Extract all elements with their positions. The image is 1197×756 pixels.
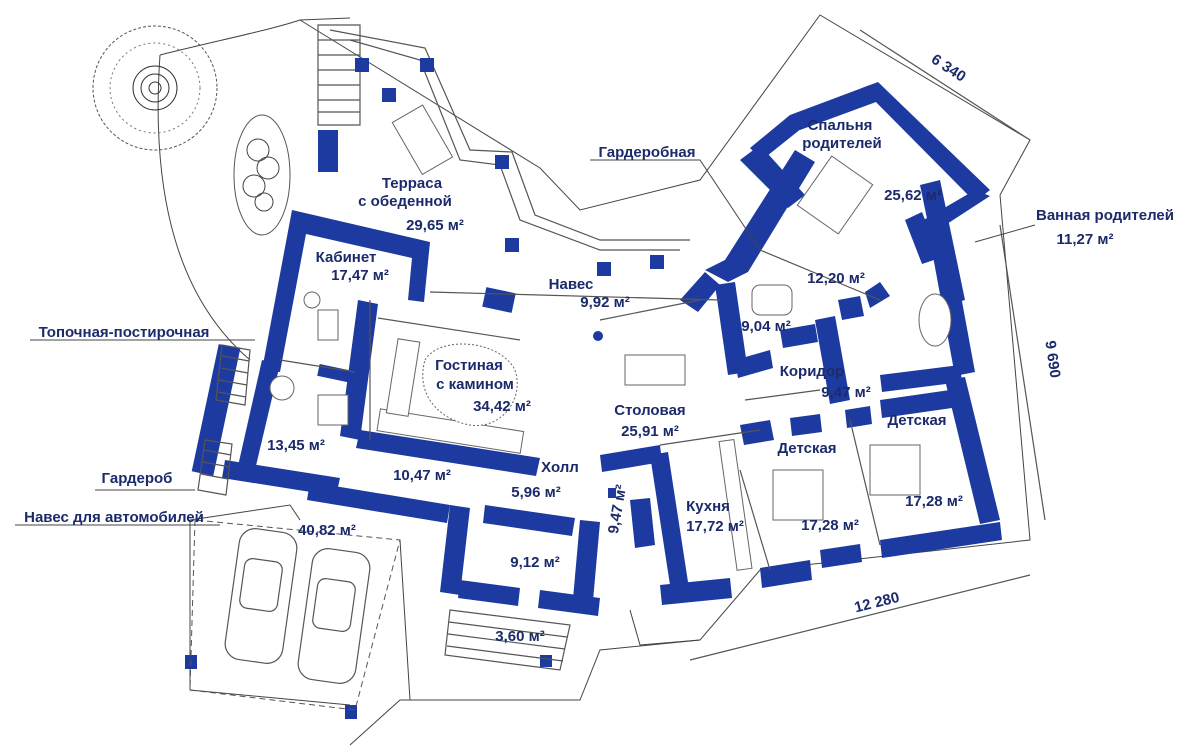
hall-label: Холл — [541, 459, 579, 476]
terrace-columns — [318, 58, 664, 276]
living-area: 34,42 м² — [473, 398, 531, 415]
corridor-label: Коридор — [780, 363, 845, 380]
kitchen-label: Кухня — [686, 498, 730, 515]
cloakroom-label: Гардероб — [102, 470, 173, 487]
terrace-boundary — [329, 29, 690, 251]
dimension-top-right: 6 340 — [928, 51, 969, 86]
living-label-2: с камином — [436, 376, 514, 393]
office-area: 17,47 м² — [331, 267, 389, 284]
canopy-label: Навес — [549, 276, 594, 293]
dressing-area: 12,20 м² — [807, 270, 865, 287]
tree-symbol — [92, 25, 218, 151]
carport — [189, 519, 401, 711]
dimension-lines — [689, 29, 1046, 661]
car-right — [297, 548, 371, 684]
boiler-stairs — [215, 344, 251, 406]
dining-area: 25,91 м² — [621, 423, 679, 440]
boiler-area: 13,45 м² — [267, 437, 325, 454]
vestibule-area: 10,47 м² — [393, 467, 451, 484]
master-bath-area: 11,27 м² — [1057, 231, 1114, 248]
corridor-area: 9,47 м² — [821, 384, 870, 401]
dining-label: Столовая — [614, 402, 685, 419]
master-bath-label: Ванная родителей — [1036, 207, 1174, 224]
terrace-area: 29,65 м² — [406, 217, 464, 234]
living-label-1: Гостиная — [435, 357, 503, 374]
cloakroom-stairs — [197, 439, 233, 496]
master-bedroom-label-1: Спальня — [808, 117, 873, 134]
carport-label: Навес для автомобилей — [24, 509, 204, 526]
boiler-label: Топочная-постирочная — [39, 324, 210, 341]
master-bedroom-area: 25,62 м² — [884, 187, 942, 204]
kids2-area: 17,28 м² — [905, 493, 963, 510]
terrace-label-2: с обеденной — [358, 193, 452, 210]
wardrobe-master-label: Гардеробная — [598, 144, 695, 161]
dimension-bottom: 12 280 — [853, 589, 902, 617]
office-label: Кабинет — [316, 249, 377, 266]
walls — [191, 82, 1002, 616]
interior-lines — [279, 249, 881, 571]
bath2-area: 9,04 м² — [741, 318, 790, 335]
kids2-label: Детская — [887, 412, 946, 429]
kitchen-area: 17,72 м² — [686, 518, 744, 535]
porch-stairs — [444, 609, 571, 671]
entry-hall-area: 9,12 м² — [510, 554, 559, 571]
hall-area: 5,96 м² — [511, 484, 560, 501]
small-columns — [185, 305, 738, 719]
room-labels: Терраса с обеденной 29,65 м² Кабинет 17,… — [24, 117, 1174, 645]
carport-area: 40,82 м² — [298, 522, 356, 539]
terrace-label-1: Терраса — [382, 175, 443, 192]
furniture — [269, 104, 952, 571]
master-bedroom-label-2: родителей — [802, 135, 881, 152]
car-left — [224, 528, 298, 664]
terrace-stairs — [317, 24, 361, 126]
porch-area: 3,60 м² — [495, 628, 544, 645]
shrub-bed — [233, 114, 291, 236]
canopy-area: 9,92 м² — [580, 294, 629, 311]
kids1-area: 17,28 м² — [801, 517, 859, 534]
dimension-right: 9 690 — [1041, 340, 1063, 380]
leader-lines — [15, 159, 1036, 526]
kids1-label: Детская — [777, 440, 836, 457]
